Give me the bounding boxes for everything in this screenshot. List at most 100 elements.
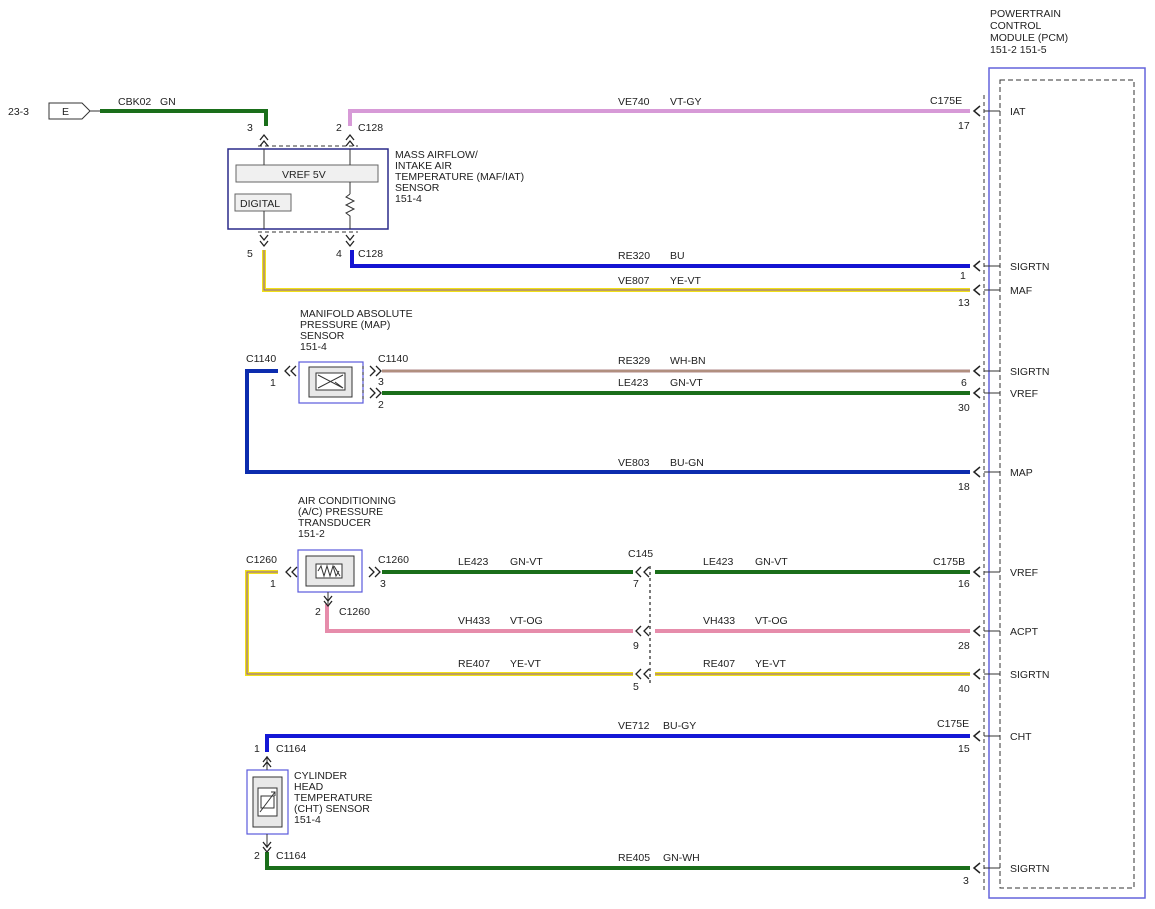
label-c175e-top: C175E [930, 95, 962, 107]
wire-re405 [265, 852, 970, 870]
pcm-pin-maf: MAF [1010, 285, 1032, 297]
maf-pin-2: 2 [336, 122, 342, 134]
pcm-title-line4: 151-2 151-5 [990, 44, 1047, 56]
maf-iat-sensor: VREF 5V DIGITAL MASS AIRFLOW/ INTAKE AIR… [227, 122, 524, 260]
label-vh433b-circuit: VH433 [703, 615, 735, 627]
label-vh433b-color: VT-OG [755, 615, 788, 627]
ac-pressure-transducer: AIR CONDITIONING (A/C) PRESSURE TRANSDUC… [246, 495, 409, 618]
cht-name-line1: CYLINDER [294, 770, 348, 782]
ac-name-line4: 151-2 [298, 528, 325, 540]
label-cbk02-circuit: CBK02 [118, 96, 151, 108]
label-ve803-circuit: VE803 [618, 457, 650, 469]
label-le423b2-circuit: LE423 [703, 556, 734, 568]
map-name-line4: 151-4 [300, 341, 327, 353]
pcm-title-line1: POWERTRAIN [990, 8, 1061, 20]
label-re405-circuit: RE405 [618, 852, 650, 864]
label-ve807-pin: 13 [958, 297, 970, 309]
ac-connector-right: C1260 [378, 554, 409, 566]
maf-connector-top: C128 [358, 122, 383, 134]
wires [100, 109, 970, 870]
cht-pin-1: 1 [254, 743, 260, 755]
maf-digital-label: DIGITAL [240, 198, 280, 210]
label-c175e-bottom: C175E [937, 718, 969, 730]
label-re320-color: BU [670, 250, 685, 262]
map-pin-2: 2 [378, 399, 384, 411]
maf-pin-5: 5 [247, 248, 253, 260]
label-re405-pin: 3 [963, 875, 969, 887]
ac-name-line2: (A/C) PRESSURE [298, 506, 383, 518]
label-ve803-sensor-pin: 30 [958, 402, 970, 414]
offpage-letter: E [62, 106, 69, 118]
label-re407b-pin: 40 [958, 683, 970, 695]
pcm-title-line2: CONTROL [990, 20, 1041, 32]
ac-name-line3: TRANSDUCER [298, 517, 371, 529]
wire-cbk02 [100, 109, 268, 126]
wire-ve740 [348, 109, 970, 126]
maf-pin-3: 3 [247, 122, 253, 134]
label-re407a-color: YE-VT [510, 658, 542, 670]
cht-name-line2: HEAD [294, 781, 324, 793]
cht-connector-top: C1164 [276, 743, 306, 755]
label-ve803-color: BU-GN [670, 457, 704, 469]
cht-pin-2: 2 [254, 850, 260, 862]
map-pin-3: 3 [378, 376, 384, 388]
maf-pin-4: 4 [336, 248, 342, 260]
ac-pin-2: 2 [315, 606, 321, 618]
cht-connector-bottom: C1164 [276, 850, 306, 862]
maf-vref-label: VREF 5V [282, 169, 326, 181]
map-pin-1: 1 [270, 377, 276, 389]
label-le423a-color: GN-VT [670, 377, 703, 389]
label-le423b1-color: GN-VT [510, 556, 543, 568]
cht-sensor: 1 C1164 2 C1164 CYLINDER HEAD TEMPERATUR… [246, 743, 373, 862]
label-re329-color: WH-BN [670, 355, 706, 367]
map-connector-left: C1140 [246, 353, 276, 365]
offpage-connector: 23-3 E [8, 102, 100, 120]
pcm-pin-sigrtn-1: SIGRTN [1010, 261, 1049, 273]
label-ve740-color: VT-GY [670, 96, 702, 108]
maf-name-line4: SENSOR [395, 182, 440, 194]
label-map-pin: 18 [958, 481, 970, 493]
label-le423b1-circuit: LE423 [458, 556, 489, 568]
label-ve712-circuit: VE712 [618, 720, 650, 732]
map-name-line2: PRESSURE (MAP) [300, 319, 390, 331]
ac-pin-3: 3 [380, 578, 386, 590]
maf-name-line2: INTAKE AIR [395, 160, 452, 172]
label-le423b-pin: 16 [958, 578, 970, 590]
label-ve712-pin: 15 [958, 743, 970, 755]
ac-pin-1: 1 [270, 578, 276, 590]
maf-name-line5: 151-4 [395, 193, 422, 205]
ac-connector-bottom: C1260 [339, 606, 370, 618]
label-re405-color: GN-WH [663, 852, 700, 864]
map-name-line3: SENSOR [300, 330, 345, 342]
cht-name-line3: TEMPERATURE [294, 792, 373, 804]
cht-thermistor-icon [259, 791, 276, 813]
label-vh433a-circuit: VH433 [458, 615, 490, 627]
label-re320-circuit: RE320 [618, 250, 650, 262]
pcm-pin-sigrtn-4: SIGRTN [1010, 863, 1049, 875]
label-re407b-c145-pin: 5 [633, 681, 639, 693]
label-re407a-circuit: RE407 [458, 658, 490, 670]
pcm-terminal-arrows [972, 105, 981, 874]
label-vh433b-pin: 28 [958, 640, 970, 652]
label-re407b-color: YE-VT [755, 658, 787, 670]
maf-name-line1: MASS AIRFLOW/ [395, 149, 478, 161]
wire-re320 [350, 250, 970, 268]
pcm-pin-map: MAP [1010, 467, 1033, 479]
wire-labels: CBK02 GN VE740 VT-GY C175E 17 RE320 BU 1… [118, 95, 970, 887]
wire-ve807-stripe [263, 250, 970, 291]
offpage-ref: 23-3 [8, 106, 29, 118]
pcm-pin-vref-1: VREF [1010, 388, 1038, 400]
pcm-module: POWERTRAIN CONTROL MODULE (PCM) 151-2 15… [983, 8, 1146, 899]
label-vh433a-color: VT-OG [510, 615, 543, 627]
label-ve740-circuit: VE740 [618, 96, 650, 108]
label-ve807-color: YE-VT [670, 275, 702, 287]
label-vh433b-c145-pin: 9 [633, 640, 639, 652]
cht-name-line4: (CHT) SENSOR [294, 803, 370, 815]
pcm-title-line3: MODULE (PCM) [990, 32, 1068, 44]
label-ve712-color: BU-GY [663, 720, 696, 732]
label-le423a-circuit: LE423 [618, 377, 649, 389]
map-transducer-icon [317, 374, 344, 389]
wire-ve803 [245, 369, 970, 474]
c145-connector [635, 566, 651, 684]
